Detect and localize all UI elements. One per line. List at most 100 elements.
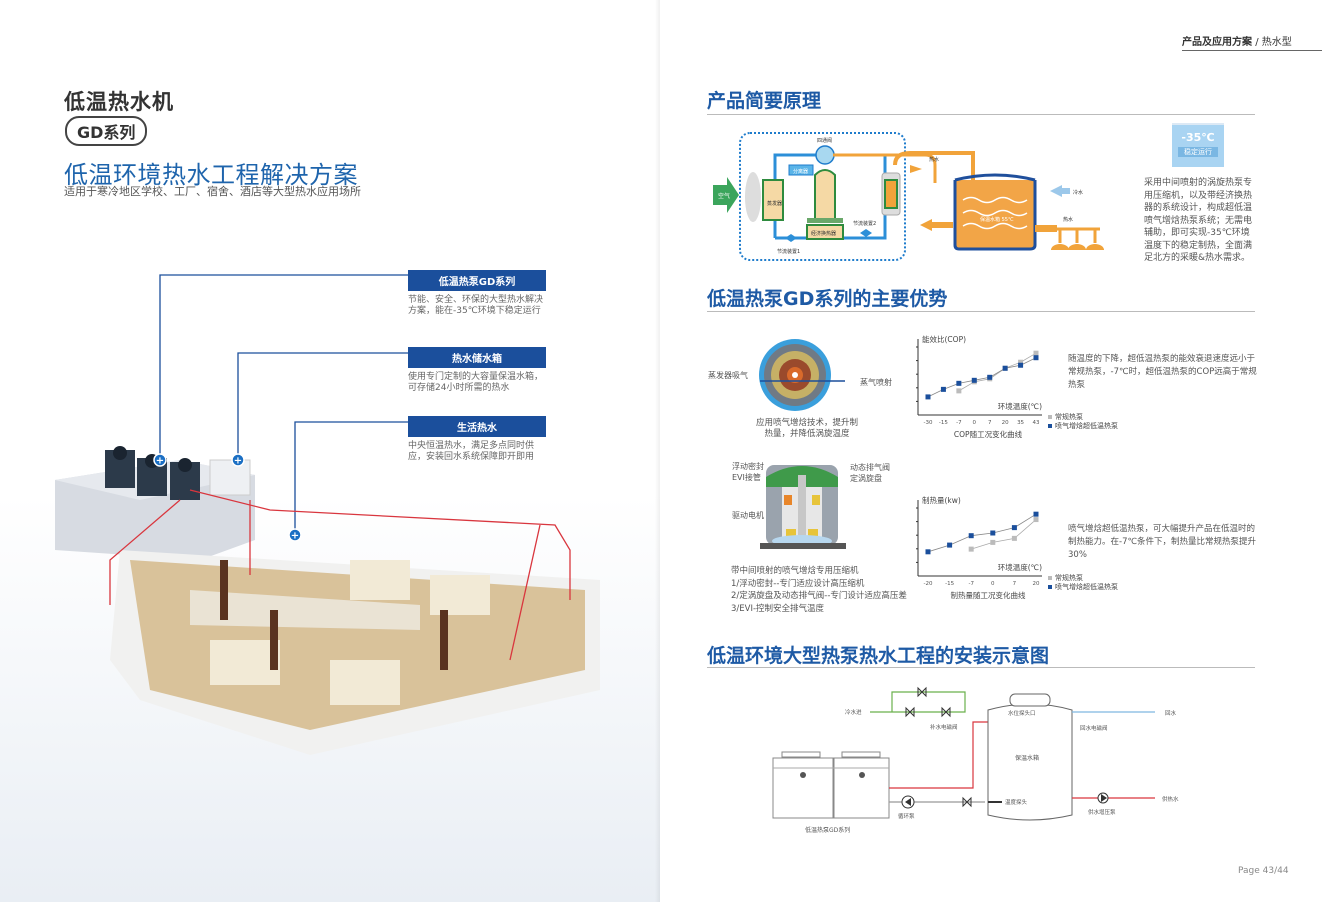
x-tick-label: -30 (924, 420, 933, 426)
data-point (968, 533, 974, 539)
leader-line-hotwater (294, 421, 408, 535)
callout-text: 使用专门定制的大容量保温水箱，可存储24小时所需的热水 (408, 372, 544, 393)
tank-label: 保温水箱 55℃ (980, 216, 1014, 223)
heating-description: 喷气增焓超低温热泵，可大幅提升产品在低温时的制热能力。在-7℃条件下，制热量比常… (1068, 524, 1257, 560)
throttle2-label: 节流装置2 (853, 220, 876, 227)
svg-text:+: + (291, 531, 299, 542)
legend-label: 常规热泵 (1055, 412, 1083, 421)
scroll-label-suction: 蒸发器吸气 (708, 371, 748, 380)
compressor-label-discharge-valve: 动态排气阀 (850, 463, 890, 472)
compressor-cutaway-illustration (760, 465, 846, 549)
callout-header: 低温热泵GD系列 (408, 270, 546, 291)
air-label: 空气 (718, 192, 730, 200)
four-way-valve-label: 四通阀 (817, 137, 832, 144)
cold-water-arrow-icon (1050, 185, 1070, 197)
data-point (1011, 525, 1017, 531)
supply-water-label: 供热水 (1162, 795, 1179, 803)
data-point (971, 377, 977, 383)
svg-text:+: + (156, 456, 164, 467)
data-point (968, 546, 974, 552)
badge-text: 稳定运行 (1178, 147, 1218, 157)
compressor-caption-line: 1/浮动密封--专门适应设计高压缩机 (731, 578, 865, 589)
data-point (990, 539, 996, 545)
x-tick-label: -7 (968, 581, 974, 587)
valve-icon (962, 796, 972, 808)
legend-swatch (1048, 585, 1052, 589)
compressor-shape (814, 169, 836, 221)
data-point (925, 394, 931, 400)
data-point (1033, 350, 1039, 356)
makeup-water-pipe (870, 691, 966, 713)
breadcrumb-section: 产品及应用方案 (1182, 37, 1252, 48)
scroll-compressor-illustration (759, 339, 845, 411)
data-point (1018, 359, 1024, 365)
economizer-label: 经济换热器 (811, 230, 836, 237)
callout-text: 中央恒温热水，满足多点同时供应，安装回水系统保障即开即用 (408, 441, 535, 462)
x-tick-label: -7 (956, 420, 962, 426)
compressor-label-fixed-scroll: 定涡旋盘 (850, 474, 882, 483)
x-axis-label: 环境温度(℃) (998, 401, 1042, 411)
unit-label: 低温热泵GD系列 (805, 826, 850, 834)
throttle1-label: 节流装置1 (777, 248, 800, 255)
x-tick-label: 0 (991, 581, 995, 587)
bed (430, 575, 490, 615)
x-tick-label: -15 (945, 581, 954, 587)
hot-water-return-arrow (920, 219, 953, 231)
scroll-label-injection: 蒸气喷射 (860, 378, 892, 387)
compressor-label-evi: EVI接管 (732, 473, 761, 482)
makeup-valve-label: 补水电磁阀 (930, 723, 958, 731)
legend-label: 常规热泵 (1055, 573, 1083, 582)
compressor-label-floating-seal: 浮动密封 (732, 462, 764, 471)
four-way-valve-icon (815, 145, 835, 165)
separator-box (788, 164, 814, 176)
x-tick-label: 35 (1017, 420, 1024, 426)
series-line (971, 519, 1037, 550)
x-tick-label: 20 (1033, 581, 1040, 587)
breadcrumb: 产品及应用方案 / 热水型 (1182, 33, 1322, 51)
badge-temperature: -35℃ (1181, 131, 1215, 144)
x-tick-label: 7 (1013, 581, 1017, 587)
installation-schematic: 低温热泵GD系列 循环泵 冷水进 补水电磁阀 水位探头口 保温水箱 温度探头 回… (772, 686, 1179, 834)
callout-domestic-hot-water: 生活热水 中央恒温热水，满足多点同时供应，安装回水系统保障即开即用 (408, 416, 546, 463)
svg-text:+: + (234, 456, 242, 467)
y-axis-label: 制热量(kw) (922, 495, 961, 505)
legend-label: 喷气增焓超低温热泵 (1055, 582, 1118, 591)
unit-boundary (739, 132, 906, 261)
heat-pump-units (105, 446, 200, 500)
x-tick-label: 7 (988, 420, 992, 426)
data-point (1033, 511, 1039, 517)
fan-icon (745, 172, 761, 222)
economizer-box (806, 224, 844, 240)
valve-icons (905, 686, 951, 718)
callout-header: 生活热水 (408, 416, 546, 437)
hot-water-out-label: 热水 (1063, 216, 1073, 223)
breadcrumb-page: 热水型 (1261, 37, 1292, 48)
solution-subtitle: 低温环境热水工程解决方案 (64, 161, 358, 189)
bed (330, 660, 400, 705)
series-line (958, 352, 1037, 392)
data-point (1033, 517, 1039, 523)
hot-refrigerant-line (833, 153, 937, 183)
throttle1-icon (785, 234, 791, 242)
chart-title: COP随工况变化曲线 (954, 429, 1023, 439)
compressor-caption-line: 3/EVI-控制安全排气温度 (731, 603, 825, 614)
air-arrow-icon (713, 177, 739, 213)
page-number: Page 43/44 (1238, 866, 1289, 876)
section-title-principle: 产品简要原理 (707, 90, 822, 112)
x-axis-label: 环境温度(℃) (998, 562, 1042, 572)
data-point (947, 542, 953, 548)
throttle2-icon (860, 229, 866, 237)
legend-swatch (1048, 576, 1052, 580)
cold-water-in-label: 冷水进 (845, 708, 862, 716)
booster-pump-label: 供水增压泵 (1088, 808, 1116, 816)
section-divider (707, 114, 1255, 115)
storage-tank-illustration (209, 459, 251, 496)
section-divider (707, 667, 1255, 668)
callout-header: 热水储水箱 (408, 347, 546, 368)
x-tick-label: -20 (924, 581, 933, 587)
data-point (987, 374, 993, 380)
series-line (927, 357, 1037, 398)
series-badge: GD系列 (65, 116, 148, 146)
heat-pump-units-schematic (772, 751, 890, 819)
compressor-caption-line: 带中间喷射的喷气增焓专用压缩机 (731, 566, 859, 576)
